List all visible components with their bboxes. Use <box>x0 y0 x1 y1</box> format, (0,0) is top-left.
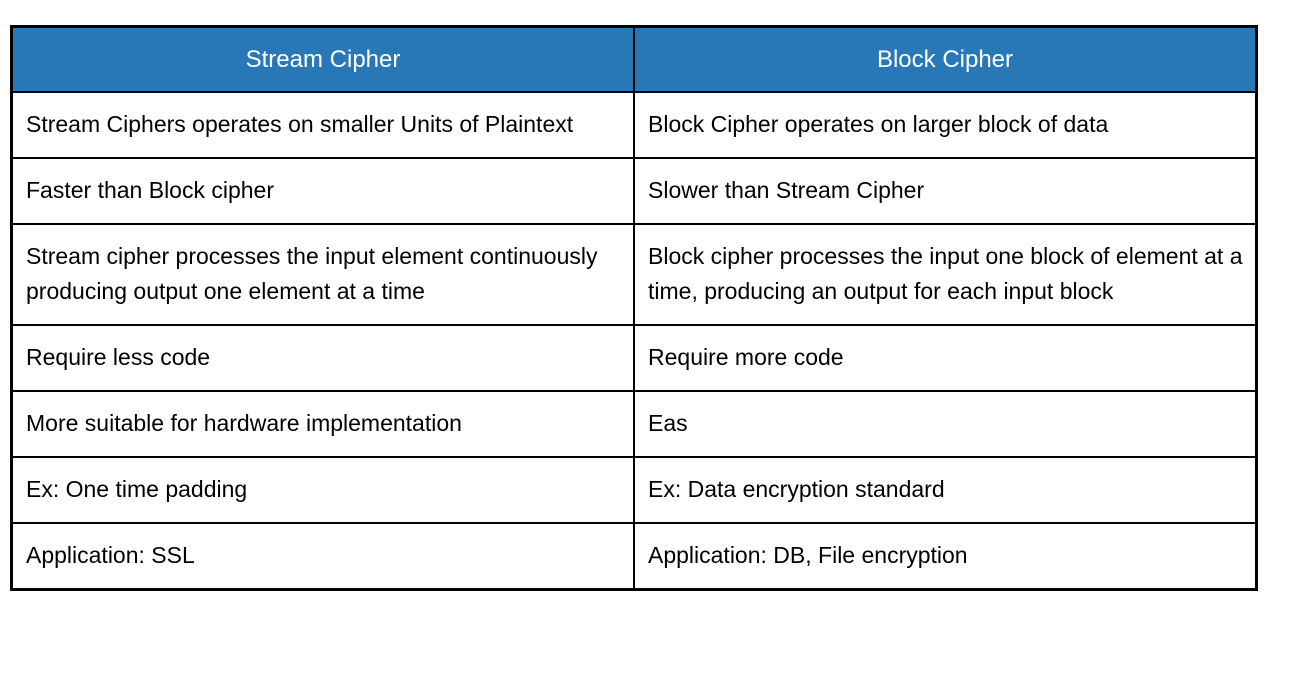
table-row: Application: SSL Application: DB, File e… <box>10 522 1258 591</box>
table-cell: Stream Ciphers operates on smaller Units… <box>10 91 635 159</box>
table-row: Stream cipher processes the input elemen… <box>10 223 1258 326</box>
table-cell: Slower than Stream Cipher <box>633 157 1258 225</box>
table-cell: Eas <box>633 390 1258 458</box>
header-row: Stream Cipher Block Cipher <box>10 25 1258 93</box>
column-header-stream-cipher: Stream Cipher <box>10 25 635 93</box>
table-cell: Block Cipher operates on larger block of… <box>633 91 1258 159</box>
stream-vs-block-cipher-table: Stream Cipher Block Cipher Stream Cipher… <box>10 25 1258 591</box>
table-row: Stream Ciphers operates on smaller Units… <box>10 91 1258 159</box>
table-cell: Require less code <box>10 324 635 392</box>
comparison-table-container: Stream Cipher Block Cipher Stream Cipher… <box>10 25 1258 591</box>
table-cell: Block cipher processes the input one blo… <box>633 223 1258 326</box>
table-cell: Ex: One time padding <box>10 456 635 524</box>
table-row: Faster than Block cipher Slower than Str… <box>10 157 1258 225</box>
table-row: Ex: One time padding Ex: Data encryption… <box>10 456 1258 524</box>
table-row: More suitable for hardware implementatio… <box>10 390 1258 458</box>
table-cell: Require more code <box>633 324 1258 392</box>
table-cell: Ex: Data encryption standard <box>633 456 1258 524</box>
table-cell: More suitable for hardware implementatio… <box>10 390 635 458</box>
table-cell: Application: DB, File encryption <box>633 522 1258 591</box>
table-cell: Application: SSL <box>10 522 635 591</box>
table-cell: Stream cipher processes the input elemen… <box>10 223 635 326</box>
table-row: Require less code Require more code <box>10 324 1258 392</box>
column-header-block-cipher: Block Cipher <box>633 25 1258 93</box>
table-cell: Faster than Block cipher <box>10 157 635 225</box>
